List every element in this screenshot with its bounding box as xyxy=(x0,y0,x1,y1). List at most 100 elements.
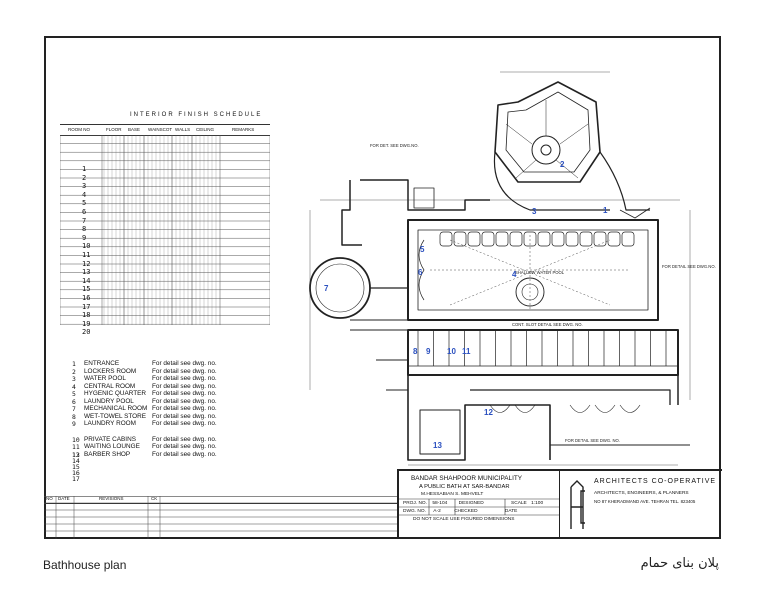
caption-english: Bathhouse plan xyxy=(43,558,127,572)
schedule-col-ceiling: CEILING xyxy=(196,127,215,132)
schedule-row-number: 9 xyxy=(82,233,87,242)
legend-detail-note: For detail see dwg. no. xyxy=(152,367,217,375)
legend-detail-note: For detail see dwg. no. xyxy=(152,435,217,443)
client-name: BANDAR SHAHPOOR MUNICIPALITY xyxy=(411,475,523,482)
schedule-title: INTERIOR FINISH SCHEDULE xyxy=(130,112,263,118)
legend-detail-note: For detail see dwg. no. xyxy=(152,390,217,397)
proj-no-label: PROJ. NO. xyxy=(403,501,427,506)
legend-detail-note: For detail see dwg. no. xyxy=(152,412,217,420)
schedule-row-number: 2 xyxy=(82,173,87,182)
legend-room-name: HYGENIC QUARTER xyxy=(84,390,147,397)
schedule-row-number: 18 xyxy=(82,311,91,320)
dwg-no-label: DWG. NO. xyxy=(403,509,426,514)
bath-stall xyxy=(593,231,607,247)
title-block-project-info: BANDAR SHAHPOOR MUNICIPALITY A PUBLIC BA… xyxy=(399,471,560,539)
bath-stall xyxy=(439,231,453,247)
schedule-row-number: 15 xyxy=(82,285,91,294)
room-label-3: 3 xyxy=(532,207,537,216)
schedule-row-number: 16 xyxy=(82,293,91,302)
title-block: BANDAR SHAHPOOR MUNICIPALITY A PUBLIC BA… xyxy=(397,469,722,539)
bottom-detail-annotation: FOR DETAIL SEE DWG. NO. xyxy=(565,438,620,443)
legend-number: 3 xyxy=(72,375,76,383)
room-label-2: 2 xyxy=(560,160,565,169)
legend-room-name: WAITING LOUNGE xyxy=(84,443,140,450)
legend-room-name: ENTRANCE xyxy=(84,360,120,367)
legend-room-name: WET-TOWEL STORE xyxy=(84,412,147,420)
schedule-row-number: 11 xyxy=(82,250,91,259)
designed-label: DESIGNED xyxy=(458,501,484,506)
checked-label: CHECKED xyxy=(454,509,478,514)
schedule-row-number: 13 xyxy=(82,268,91,277)
date-label: DATE xyxy=(504,509,518,514)
room-label-8: 8 xyxy=(413,347,418,356)
schedule-col-room-no: ROOM NO xyxy=(68,127,90,132)
bath-stall xyxy=(481,231,495,247)
room-label-7: 7 xyxy=(324,284,329,293)
revision-header: NO DATE REVISIONS CK xyxy=(44,496,397,504)
legend-number: 9 xyxy=(72,420,76,428)
legend-room-name: LAUNDRY POOL xyxy=(84,397,134,405)
legend-detail-note: For detail see dwg. no. xyxy=(152,397,217,405)
room-label-10: 10 xyxy=(447,347,456,356)
title-block-rules xyxy=(399,498,559,516)
firm-name: ARCHITECTS CO-OPERATIVE xyxy=(594,478,717,485)
schedule-col-base: BASE xyxy=(128,127,141,132)
firm-subtitle: ARCHITECTS, ENGINEERS, & PLANNERS xyxy=(594,491,689,496)
legend-detail-note: For detail see dwg. no. xyxy=(152,443,217,450)
bath-stall xyxy=(621,231,635,247)
schedule-grid xyxy=(60,135,270,325)
legend-room-name: BARBER SHOP xyxy=(84,450,131,458)
design-team: M.HESSABIAN S. MEHVELT xyxy=(421,492,484,497)
dwg-no-value: A-2 xyxy=(433,509,441,514)
legend-room-name: MECHANICAL ROOM xyxy=(84,405,148,412)
schedule-row-number: 3 xyxy=(82,182,87,191)
revision-col-no: NO xyxy=(46,496,53,501)
room-label-13: 13 xyxy=(433,441,442,450)
schedule-row-number: 7 xyxy=(82,216,87,225)
revision-col-revisions: REVISIONS xyxy=(99,496,124,501)
scale-label: SCALE xyxy=(511,501,527,506)
schedule-col-walls: WALLS xyxy=(175,127,191,132)
legend-detail-note: For detail see dwg. no. xyxy=(152,360,217,367)
legend-number: 6 xyxy=(72,397,76,406)
room-label-12: 12 xyxy=(484,408,493,417)
scale-note: DO NOT SCALE USE FIGURED DIMENSIONS xyxy=(413,517,515,522)
legend-detail-note: For detail see dwg. no. xyxy=(152,420,217,427)
schedule-row-number: 6 xyxy=(82,207,87,216)
revision-grid xyxy=(44,496,397,539)
legend-room-name: WATER POOL xyxy=(84,375,126,382)
legend-room-name: CENTRAL ROOM xyxy=(84,382,136,390)
legend-number: 2 xyxy=(72,367,76,376)
legend-detail-note: For detail see dwg. no. xyxy=(152,382,217,390)
proj-no-value: 58-104 xyxy=(432,501,448,506)
legend-extra-number: 13 xyxy=(72,451,80,459)
revision-col-ck: CK xyxy=(151,496,158,501)
schedule-row-number: 20 xyxy=(82,328,91,337)
bath-stall xyxy=(453,231,467,247)
schedule-row-number: 14 xyxy=(82,276,91,285)
schedule-row-number: 5 xyxy=(82,199,87,208)
legend-detail-note: For detail see dwg. no. xyxy=(152,450,217,458)
schedule-col-remarks: REMARKS xyxy=(232,127,255,132)
firm-info: ARCHITECTS CO-OPERATIVE ARCHITECTS, ENGI… xyxy=(594,471,724,539)
schedule-row-number: 12 xyxy=(82,259,91,268)
schedule-row-number: 19 xyxy=(82,319,91,328)
schedule-row-number: 17 xyxy=(82,302,91,311)
schedule-row-number: 10 xyxy=(82,242,91,251)
bath-stall xyxy=(467,231,481,247)
room-label-1: 1 xyxy=(603,206,608,215)
legend-number: 10 xyxy=(72,435,80,444)
room-label-6: 6 xyxy=(418,268,423,277)
legend-extra-number: 16 xyxy=(72,469,80,477)
bath-stall xyxy=(607,231,621,247)
legend-room-name: LAUNDRY ROOM xyxy=(84,420,136,427)
bath-stall xyxy=(551,231,565,247)
schedule-col-floor: FLOOR xyxy=(106,127,122,132)
legend-room-name: PRIVATE CABINS xyxy=(84,435,136,443)
schedule-row-number: 1 xyxy=(82,165,87,173)
firm-logo-icon xyxy=(570,480,585,529)
pool-slot-annotation: CONT. SLOT DETAIL SEE DWG. NO. xyxy=(512,322,583,327)
legend-detail-note: For detail see dwg. no. xyxy=(152,405,217,412)
